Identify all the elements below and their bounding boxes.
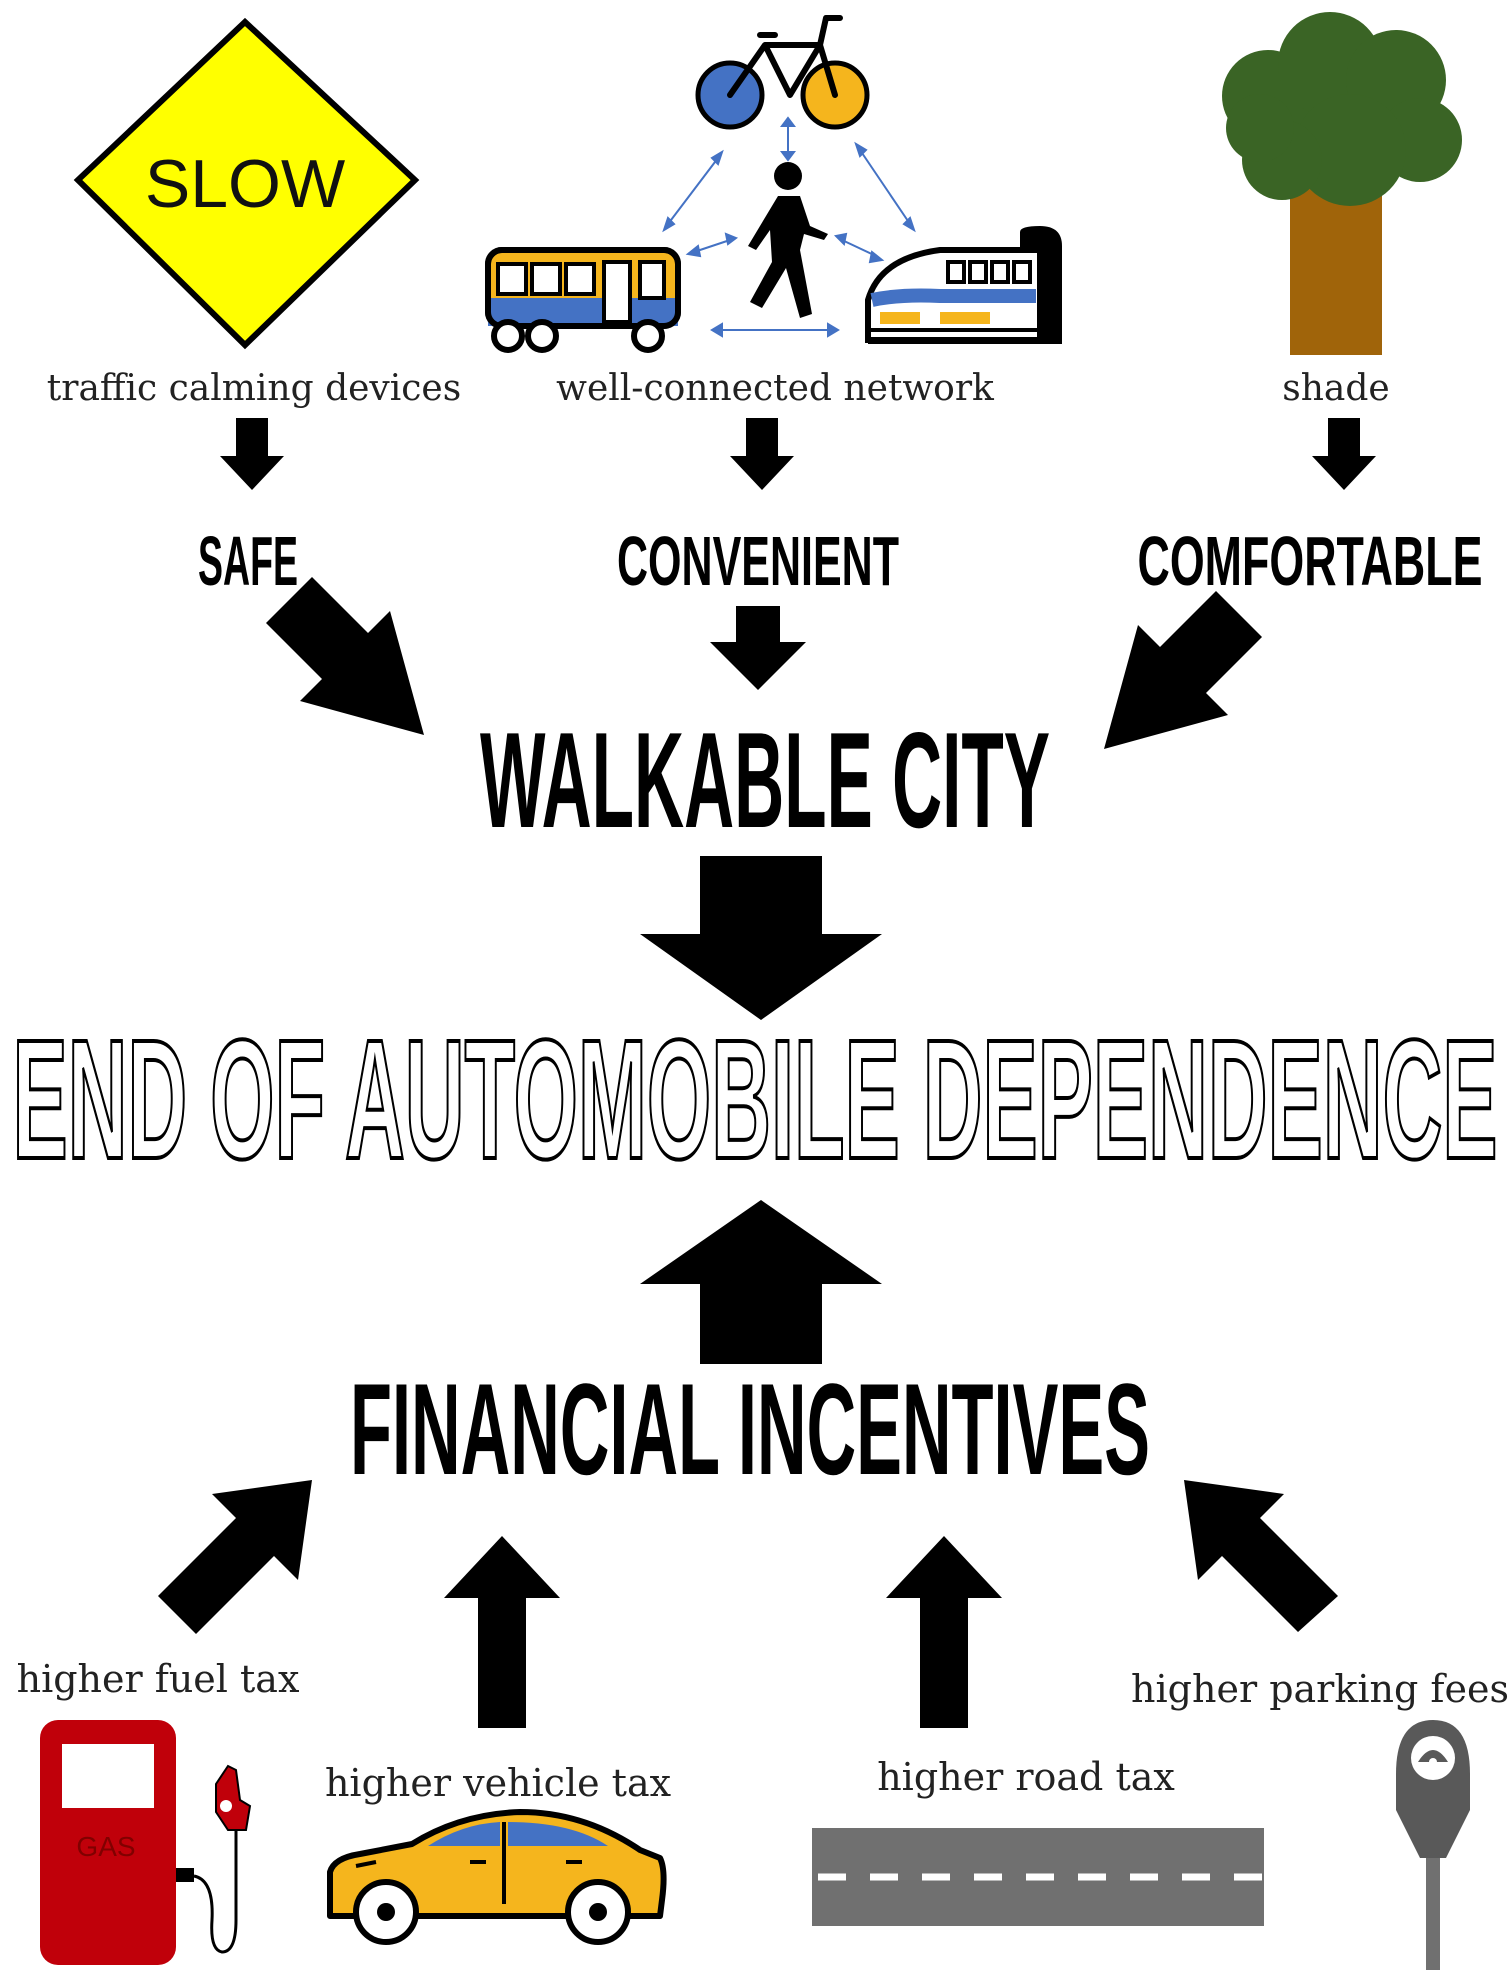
bus-icon (485, 247, 681, 353)
parking-meter-icon (1396, 1720, 1470, 1970)
arrow-safe-to-walkable (266, 577, 424, 735)
arrow-down-comfortable (1312, 418, 1376, 490)
pedestrian-icon (748, 162, 828, 318)
car-icon (327, 1809, 667, 1945)
arrow-down-convenient (730, 418, 794, 490)
gas-pump-icon: GAS (40, 1720, 252, 1965)
road-icon (812, 1828, 1264, 1926)
arrow-parking-to-incentives (1184, 1480, 1338, 1632)
connection-arrows (662, 116, 916, 338)
arrow-road-to-incentives (886, 1536, 1002, 1728)
transit-network-icon (485, 15, 1062, 353)
arrow-walkable-to-outcome (640, 856, 882, 1020)
quality-safe: SAFE (198, 522, 298, 600)
outcome-label: END OF AUTOMOBILE DEPENDENCE (13, 1005, 1498, 1195)
quality-convenient: CONVENIENT (617, 522, 899, 600)
bicycle-icon (695, 15, 870, 130)
slow-sign-icon: SLOW (73, 17, 420, 350)
train-icon (865, 226, 1062, 344)
factor-label-shade: shade (1282, 368, 1389, 409)
arrow-down-safe (220, 418, 284, 490)
arrow-fuel-to-incentives (158, 1480, 312, 1634)
factor-label-fuel-tax: higher fuel tax (17, 1657, 300, 1701)
arrow-convenient-to-walkable (710, 606, 806, 690)
arrow-comfortable-to-walkable (1104, 591, 1262, 749)
tree-icon (1222, 12, 1462, 355)
walkable-city-label: WALKABLE CITY (480, 704, 1050, 856)
financial-incentives-label: FINANCIAL INCENTIVES (350, 1356, 1150, 1502)
gas-pump-text: GAS (76, 1831, 135, 1862)
factor-label-vehicle-tax: higher vehicle tax (325, 1761, 671, 1805)
factor-label-traffic-calming: traffic calming devices (47, 368, 461, 409)
factor-label-parking-fees: higher parking fees (1131, 1667, 1509, 1711)
arrow-incentives-to-outcome (640, 1200, 882, 1364)
quality-comfortable: COMFORTABLE (1138, 522, 1483, 600)
arrow-vehicle-to-incentives (444, 1536, 560, 1728)
slow-sign-text: SLOW (145, 146, 345, 222)
factor-label-network: well-connected network (556, 368, 995, 409)
factor-label-road-tax: higher road tax (877, 1755, 1175, 1799)
